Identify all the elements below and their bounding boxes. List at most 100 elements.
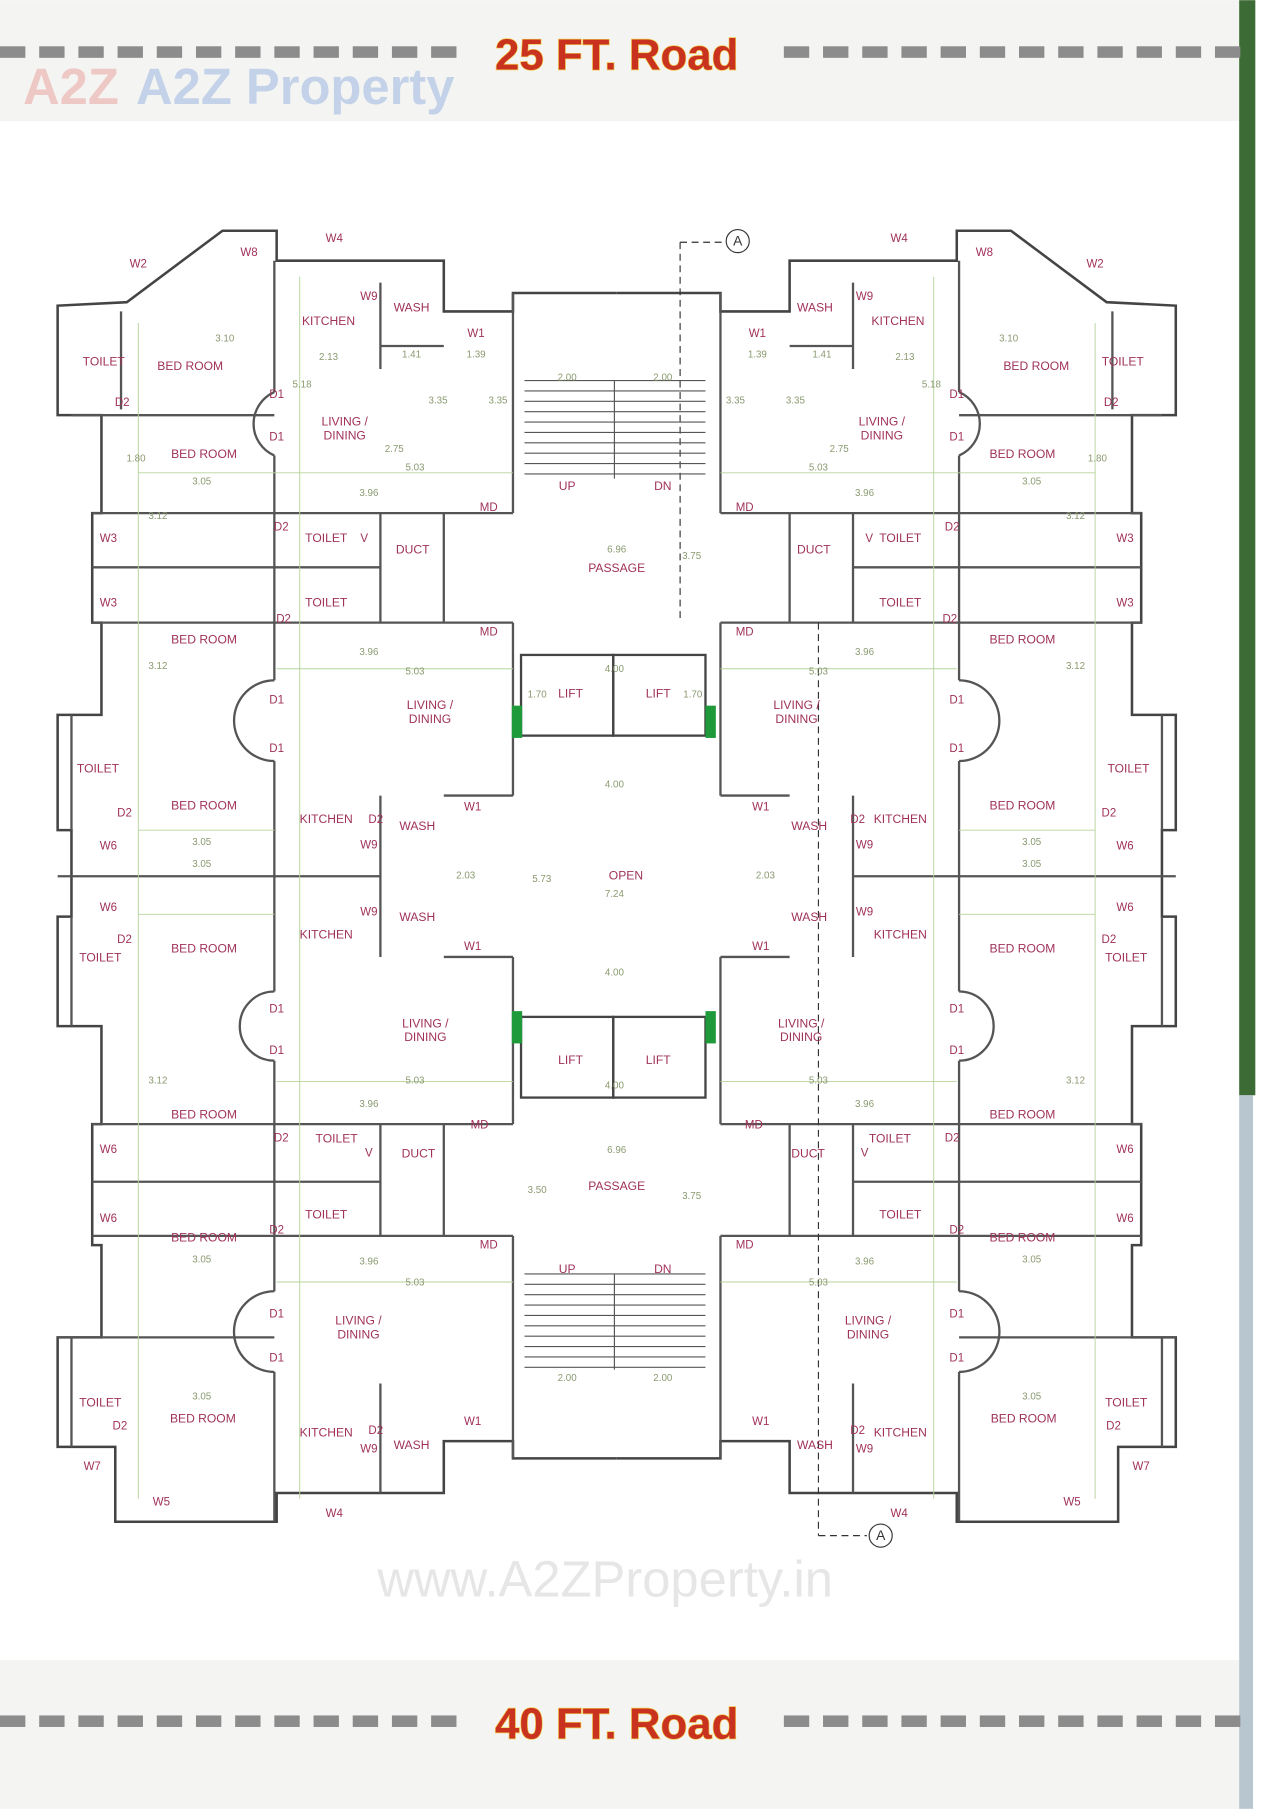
tag-md: MD	[480, 502, 498, 514]
tag-d1: D1	[269, 1309, 284, 1321]
tag-w1: W1	[749, 328, 766, 340]
tag-w6: W6	[1116, 1144, 1133, 1156]
road-dash	[352, 1715, 379, 1727]
dimension-label: 2.13	[319, 352, 339, 363]
road-dash	[1058, 46, 1084, 58]
tag-w1: W1	[464, 802, 481, 814]
core: A A	[511, 229, 893, 1548]
room-label-living-2: DINING	[404, 1030, 446, 1044]
tag-d2: D2	[850, 814, 865, 826]
core-label-passage: PASSAGE	[588, 561, 645, 575]
dimension-label: 1.41	[812, 350, 831, 361]
tag-d2: D2	[274, 1132, 289, 1144]
room-label-bed-room: BED ROOM	[171, 1231, 237, 1245]
dimension-label: 3.12	[148, 1076, 167, 1087]
room-label-toilet: TOILET	[83, 355, 126, 369]
room-label-wash: WASH	[399, 819, 435, 833]
dimension-label: 5.18	[922, 380, 942, 391]
tag-w6: W6	[100, 902, 117, 914]
road-dash	[274, 46, 300, 58]
tag-w9: W9	[360, 291, 377, 303]
room-label-wash: WASH	[394, 1438, 430, 1452]
tag-d1: D1	[949, 694, 964, 706]
room-label-kitchen: KITCHEN	[300, 1425, 353, 1439]
room-label-toilet: TOILET	[305, 531, 348, 545]
road-dash	[391, 46, 418, 58]
room-label-kitchen: KITCHEN	[871, 314, 924, 328]
tag-w9: W9	[360, 1444, 377, 1456]
road-dash	[235, 1715, 261, 1727]
dimension-label: 2.03	[756, 871, 776, 882]
dimension-label: 4.00	[605, 779, 625, 790]
tag-v: V	[365, 1147, 373, 1159]
dimension-label: 3.12	[1066, 661, 1085, 672]
dimension-label: 3.05	[192, 859, 212, 870]
room-label-duct: DUCT	[797, 542, 831, 556]
tag-w9: W9	[856, 840, 873, 852]
dimension-label: 2.13	[895, 352, 915, 363]
tag-d1: D1	[269, 694, 284, 706]
tag-d2: D2	[368, 1425, 383, 1437]
tag-w6: W6	[100, 841, 117, 853]
road-dash	[117, 46, 143, 58]
room-label-bed-room: BED ROOM	[171, 447, 237, 461]
room-label-bed-room: BED ROOM	[171, 798, 237, 812]
tag-w3: W3	[100, 533, 117, 545]
road-dash	[979, 46, 1006, 58]
dimension-label: 4.00	[605, 664, 625, 675]
dimension-label: 3.05	[1022, 1254, 1042, 1265]
dimension-label: 3.35	[786, 396, 806, 407]
tag-w9: W9	[856, 1444, 873, 1456]
dimension-label: 1.70	[528, 690, 548, 701]
road-dash	[862, 46, 888, 58]
tag-md: MD	[736, 502, 754, 514]
room-label-toilet: TOILET	[316, 1132, 359, 1146]
tag-d2: D2	[945, 521, 960, 533]
room-label-bed-room: BED ROOM	[990, 941, 1056, 955]
tag-w1: W1	[752, 802, 769, 814]
room-label-bed-room: BED ROOM	[171, 1107, 237, 1121]
road-dash	[0, 46, 26, 58]
road-dash	[1175, 46, 1202, 58]
core-label-passage: PASSAGE	[588, 1179, 645, 1193]
road-dash	[1136, 46, 1162, 58]
dimension-label: 1.39	[748, 350, 767, 361]
room-label-bed-room: BED ROOM	[990, 632, 1056, 646]
road-dash	[313, 46, 339, 58]
tag-d2: D2	[276, 614, 291, 626]
road-dash	[0, 1715, 26, 1727]
tag-w9: W9	[360, 906, 377, 918]
road-dash	[940, 1715, 966, 1727]
road-dash	[1058, 1715, 1084, 1727]
core-label-dn: DN	[654, 479, 671, 493]
tag-d1: D1	[949, 432, 964, 444]
room-label-bed-room: BED ROOM	[990, 1231, 1056, 1245]
tag-d2: D2	[117, 934, 132, 946]
tag-w1: W1	[752, 941, 769, 953]
core-label-dn: DN	[654, 1262, 671, 1276]
road-dash	[156, 46, 183, 58]
tag-d1: D1	[949, 389, 964, 401]
road-dash	[235, 46, 261, 58]
dimension-label: 3.35	[726, 396, 746, 407]
tag-d2: D2	[117, 807, 132, 819]
room-label-living-2: DINING	[847, 1328, 889, 1342]
tag-d2: D2	[1106, 1421, 1121, 1433]
core-label-lift: LIFT	[646, 687, 671, 701]
road-dash	[940, 46, 966, 58]
right-edge-foliage	[1239, 0, 1256, 1096]
core-label-up: UP	[559, 1262, 576, 1276]
dimension-label: 3.35	[429, 396, 449, 407]
tag-d1: D1	[949, 1353, 964, 1365]
tag-d1: D1	[949, 743, 964, 755]
tag-d1: D1	[949, 1045, 964, 1057]
room-label-wash: WASH	[791, 819, 827, 833]
dimension-label: 3.05	[1022, 1392, 1042, 1403]
dimension-label: 4.00	[605, 1080, 625, 1091]
tag-w3: W3	[1116, 598, 1133, 610]
road-dash	[431, 46, 457, 58]
tag-w5: W5	[153, 1497, 170, 1509]
dimension-label: 1.39	[467, 350, 486, 361]
core-label-up: UP	[559, 479, 576, 493]
section-marker-label: A	[733, 233, 743, 249]
